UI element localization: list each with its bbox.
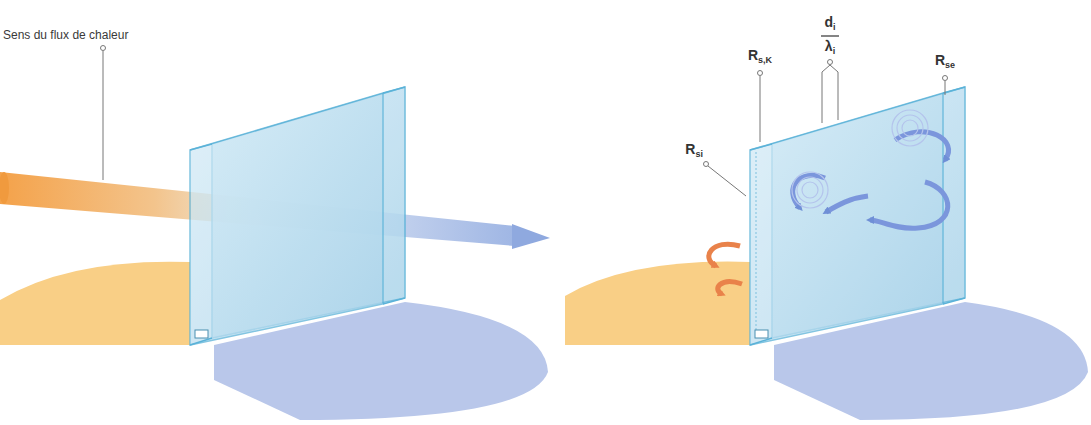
convection-curl (718, 282, 742, 294)
leader-lines (704, 36, 948, 196)
pane-edges (750, 87, 965, 345)
right-unit (565, 36, 1088, 420)
convection-curls (793, 132, 949, 229)
warm-floor (565, 262, 750, 345)
wave-rings (792, 110, 928, 208)
leader-line (103, 51, 104, 180)
warm-floor (0, 262, 190, 345)
arrow-head (512, 224, 550, 249)
leader-dot (101, 46, 106, 51)
resistance-symbol: di (824, 15, 835, 33)
flow-label: Sens du flux de chaleur (3, 29, 128, 42)
arrow-tail (0, 172, 9, 204)
air-gap-line (756, 152, 757, 340)
left-unit (0, 46, 550, 421)
front-pane (190, 93, 383, 345)
resistance-symbol: Rsi (685, 142, 703, 160)
resistance-symbol: Rs,K (748, 48, 772, 66)
spacer (755, 330, 768, 338)
spacer (195, 330, 208, 338)
convection-curl (709, 244, 740, 266)
pane-edges (190, 87, 405, 345)
resistance-symbol: λi (825, 39, 835, 57)
resistance-symbol: Rse (935, 53, 955, 71)
